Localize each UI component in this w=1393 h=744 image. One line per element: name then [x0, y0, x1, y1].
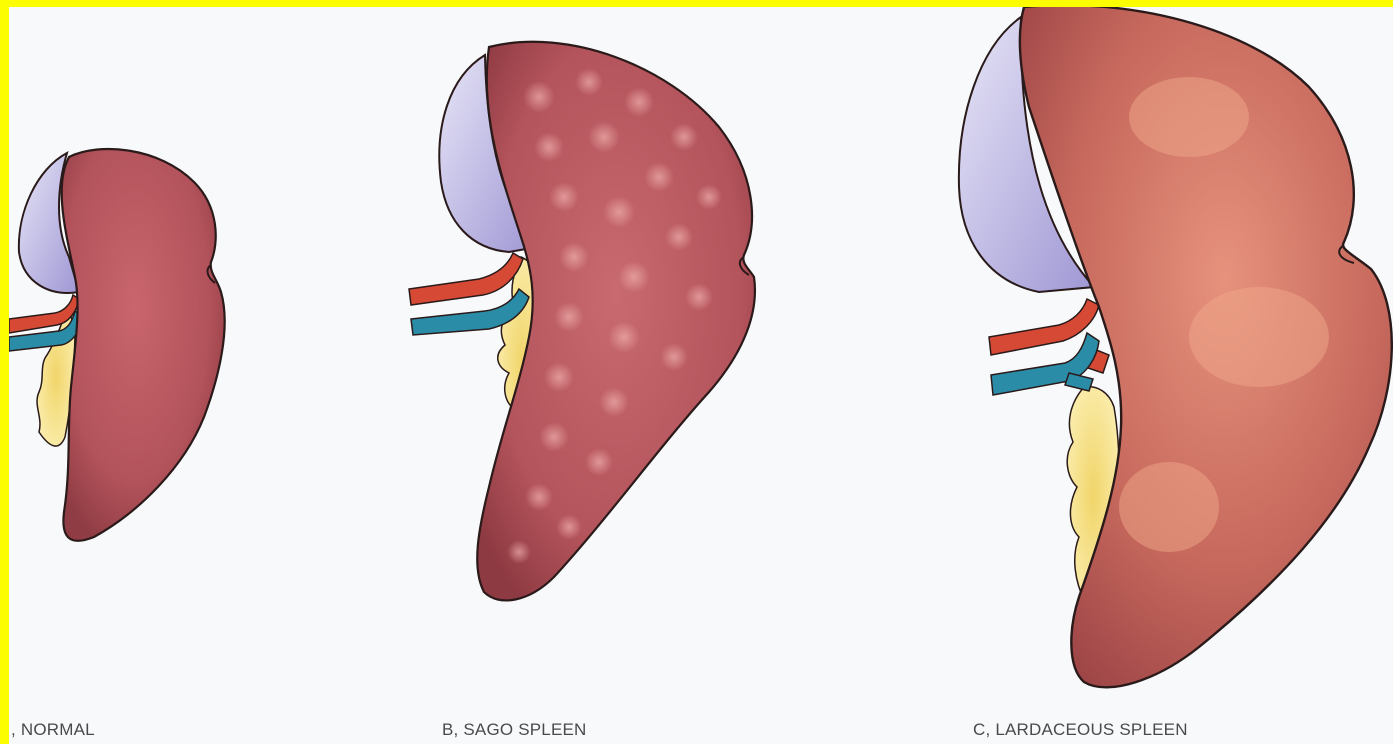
lardaceous-vein-branch: [1065, 373, 1093, 391]
spleen-comparison-figure: [9, 7, 1393, 744]
normal-spleen-illustration: [9, 149, 225, 541]
normal-spleen-body: [62, 149, 225, 541]
caption-sago-spleen: B, SAGO SPLEEN: [442, 720, 587, 740]
sago-spleen-illustration: [409, 42, 755, 601]
figure-canvas: , NORMAL B, SAGO SPLEEN C, LARDACEOUS SP…: [9, 7, 1393, 744]
caption-normal: , NORMAL: [11, 720, 95, 740]
caption-lardaceous-spleen: C, LARDACEOUS SPLEEN: [973, 720, 1188, 740]
lardaceous-spleen-illustration: [959, 7, 1392, 687]
sago-splenic-artery: [409, 253, 523, 305]
